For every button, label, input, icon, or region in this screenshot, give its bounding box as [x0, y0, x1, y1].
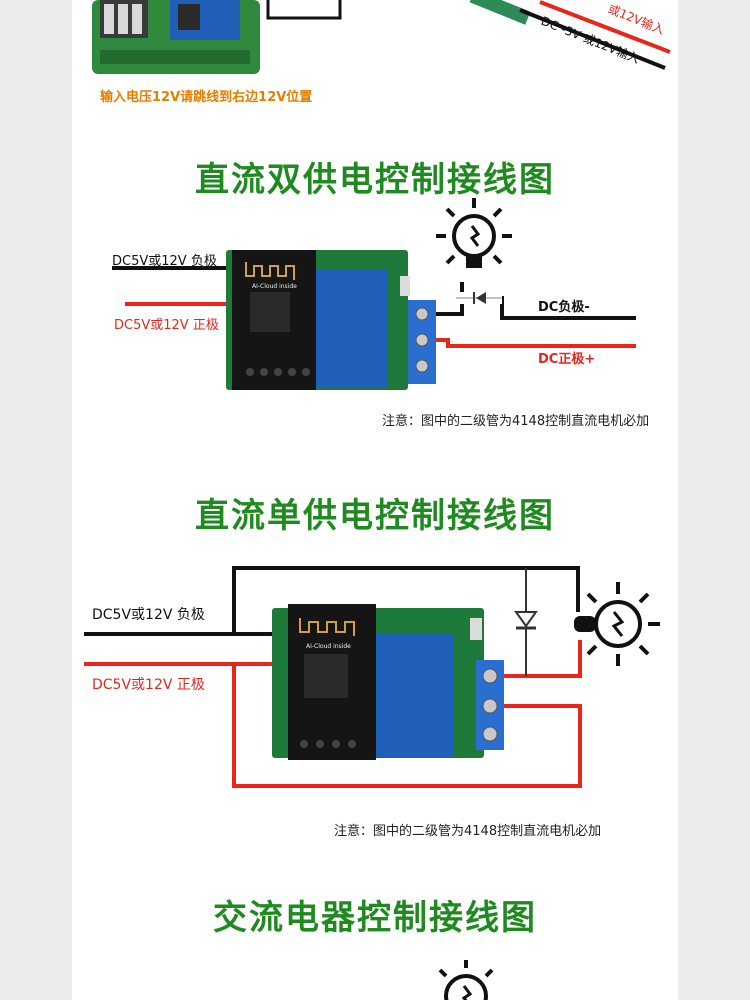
lightbulb-icon: [438, 960, 494, 1000]
top-warning-text: 输入电压12V请跳线到右边12V位置: [100, 90, 313, 105]
page-panel: [72, 0, 678, 1000]
top-input-wires: [469, 0, 671, 70]
dual-dc-pos-wire: [436, 338, 636, 348]
top-board-photo: [92, 0, 260, 74]
ac-title: 交流电器控制接线图: [213, 898, 537, 938]
top-wire: [266, 0, 342, 20]
dual-dc-neg-label: DC负极-: [538, 300, 590, 315]
single-label-pos: DC5V或12V 正极: [92, 677, 205, 693]
single-loop-wire: [232, 566, 580, 634]
single-return-wire: [232, 664, 582, 788]
dual-label-neg: DC5V或12V 负极: [112, 254, 217, 269]
dual-relay-module: [226, 250, 436, 390]
motor-icon: [574, 582, 660, 666]
dual-dc-pos-label: DC正极+: [538, 352, 596, 367]
single-wifi-label: AI-Cloud inside: [306, 643, 351, 650]
dual-supply-title: 直流双供电控制接线图: [195, 160, 555, 200]
single-note: 注意：图中的二级管为4148控制直流电机必加: [334, 824, 602, 839]
dual-note: 注意：图中的二级管为4148控制直流电机必加: [382, 414, 650, 429]
dual-wifi-label: AI-Cloud inside: [252, 283, 297, 290]
single-diode: [514, 568, 538, 676]
single-label-neg: DC5V或12V 负极: [92, 607, 205, 623]
dual-label-pos: DC5V或12V 正极: [114, 318, 219, 333]
single-supply-title: 直流单供电控制接线图: [195, 496, 555, 536]
lightbulb-icon: [436, 198, 512, 268]
single-relay-module: [272, 604, 504, 760]
dual-diode: [456, 292, 502, 304]
